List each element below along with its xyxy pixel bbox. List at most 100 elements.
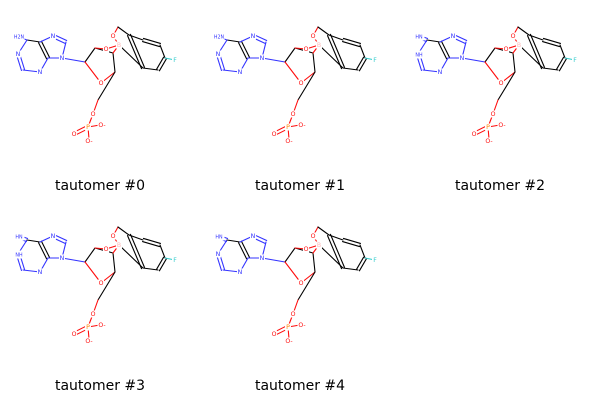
atom-label-background: [85, 123, 91, 131]
atom-label-background: [59, 254, 65, 262]
bond-line: [284, 247, 296, 263]
bond-line: [238, 242, 248, 260]
bond-line: [426, 39, 441, 43]
bond-line: [329, 33, 346, 68]
bond-line: [317, 26, 330, 36]
boron-label: B: [117, 42, 121, 49]
atom-label-background: [98, 279, 104, 287]
molecule-legend: tautomer #4: [254, 378, 346, 394]
atom-label-background: [50, 32, 56, 40]
bond-line: [226, 239, 241, 243]
ring-nitrogen-label: N: [60, 255, 65, 262]
ring-nitrogen-label: N: [51, 233, 56, 240]
atom-label-background: [484, 137, 494, 145]
bond-line: [240, 40, 250, 58]
bond-line: [312, 252, 316, 273]
atom-label-background: [250, 232, 256, 240]
bond-line: [358, 58, 367, 72]
bond-line: [542, 67, 559, 71]
phosphorus-label: P: [86, 324, 90, 331]
phosphate-oxygen-label: O-: [98, 122, 105, 129]
bond-line: [61, 257, 86, 263]
bond-line: [318, 44, 344, 69]
ester-oxygen-label: O: [91, 111, 96, 118]
atom-label-background: [303, 245, 309, 253]
bond-line: [38, 42, 48, 60]
amino-label: H2N: [14, 35, 25, 41]
bond-line: [158, 258, 167, 272]
atom-label-background: [237, 268, 243, 276]
bond-line: [518, 44, 544, 69]
atom-label-background: [414, 51, 424, 59]
bond-line: [342, 237, 362, 245]
bond-line: [26, 39, 41, 43]
ring-nitrogen-label: N: [238, 69, 243, 76]
bond-line: [312, 52, 316, 73]
atom-label-background: [459, 54, 465, 62]
bond-line: [359, 44, 366, 59]
atom-label-background: [516, 41, 522, 49]
bond-line: [226, 39, 241, 43]
boronate-oxygen-label: O: [504, 46, 509, 53]
bond-line: [356, 56, 365, 70]
bond-line: [129, 233, 146, 268]
atom-label-background: [284, 337, 294, 345]
atom-label-background: [316, 241, 322, 249]
ring-nitrogen-label: N: [251, 33, 256, 40]
atom-label-background: [285, 323, 291, 331]
bond-line: [26, 239, 41, 243]
phosphate-oxygen-label: O-: [485, 138, 492, 145]
bond-line: [341, 40, 361, 48]
atom-label-background: [37, 268, 43, 276]
atom-label-background: [59, 54, 65, 62]
molecule-legend: tautomer #3: [54, 378, 146, 394]
molecule-legend: tautomer #0: [54, 178, 146, 194]
phosphate-oxygen-label: O-: [285, 138, 292, 145]
bond-line: [556, 56, 565, 70]
bond-line: [358, 258, 367, 272]
atom-label-background: [316, 41, 322, 49]
atom-label-background: [15, 50, 21, 58]
atom-label-background: [97, 121, 107, 129]
bond-line: [142, 237, 162, 245]
atom-label-background: [372, 256, 378, 264]
bond-line: [461, 57, 486, 63]
phosphate-oxygen-label: O-: [498, 122, 505, 129]
fluorine-label: F: [573, 57, 577, 64]
ring-nitrogen-label: N: [438, 69, 443, 76]
atom-label-background: [13, 233, 25, 241]
bond-line: [238, 42, 248, 60]
atom-label-background: [172, 256, 178, 264]
phosphate-oxygen-label: O: [72, 331, 77, 338]
atom-label-background: [372, 56, 378, 64]
ring-nitrogen-label: N: [60, 55, 65, 62]
ring-oxygen-label: O: [499, 80, 504, 87]
boron-label: B: [117, 242, 121, 249]
fluorine-label: F: [373, 257, 377, 264]
phosphorus-label: P: [286, 324, 290, 331]
bond-line: [156, 256, 165, 270]
atom-label-background: [37, 68, 43, 76]
atom-label-background: [290, 110, 296, 118]
phosphate-oxygen-label: O-: [98, 322, 105, 329]
ring-nitrogen-label: N: [16, 51, 21, 58]
atom-label-background: [85, 323, 91, 331]
boron-label: B: [317, 242, 321, 249]
atom-label-background: [103, 245, 109, 253]
bond-line: [126, 35, 143, 70]
atom-label-background: [50, 232, 56, 240]
bond-line: [542, 37, 562, 45]
atom-label-background: [215, 250, 221, 258]
bond-line: [117, 26, 130, 36]
ring-nitrogen-label: N: [251, 233, 256, 240]
bond-line: [141, 240, 161, 248]
phosphate-oxygen-label: O: [472, 131, 477, 138]
bond-line: [497, 71, 516, 101]
atom-label-background: [510, 32, 516, 40]
ring-nitrogen-label: N: [38, 269, 43, 276]
